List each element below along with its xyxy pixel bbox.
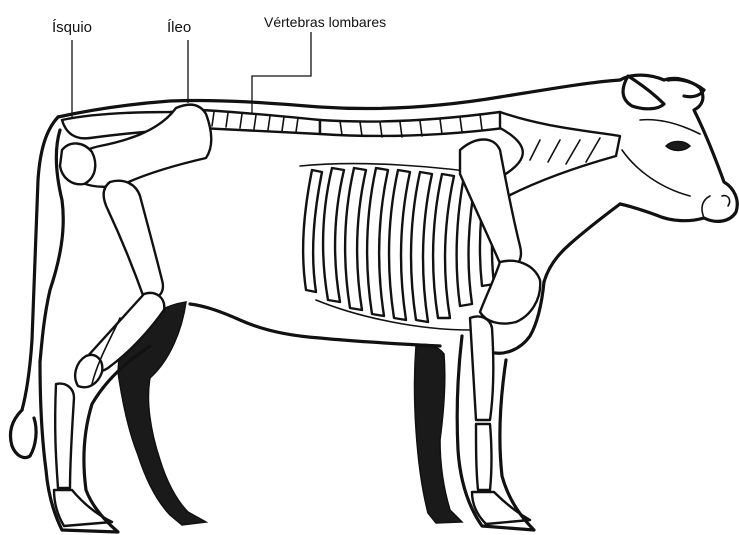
- mouth-line: [702, 196, 710, 218]
- front-metacarpal: [476, 424, 492, 490]
- radius: [470, 316, 493, 420]
- neck-underside: [544, 204, 620, 282]
- rib-7: [433, 174, 454, 318]
- thoracic-vertebrae: [320, 112, 504, 136]
- nostril: [722, 196, 730, 206]
- rib-1: [303, 170, 322, 292]
- forelimb-bones: [457, 140, 540, 531]
- head-details: [622, 120, 730, 218]
- lumbar-vertebrae: [200, 110, 320, 134]
- horn: [668, 79, 704, 96]
- cervical-vertebrae: [496, 112, 620, 196]
- front-hoof: [472, 492, 530, 524]
- ear: [623, 76, 664, 109]
- jaw-line: [622, 150, 690, 196]
- hind-metatarsal: [55, 384, 74, 488]
- hock: [75, 355, 102, 387]
- eye-icon: [666, 142, 690, 151]
- femur: [104, 181, 163, 299]
- hind-hoof: [54, 490, 112, 526]
- rib-3: [345, 168, 366, 310]
- rib-2: [323, 168, 344, 302]
- ischium: [60, 143, 95, 184]
- far-front-leg: [415, 344, 463, 523]
- skull-line: [640, 120, 700, 134]
- rib-5: [389, 170, 410, 320]
- rib-6: [411, 172, 432, 322]
- rib-4: [367, 168, 388, 316]
- tail-switch: [10, 410, 36, 458]
